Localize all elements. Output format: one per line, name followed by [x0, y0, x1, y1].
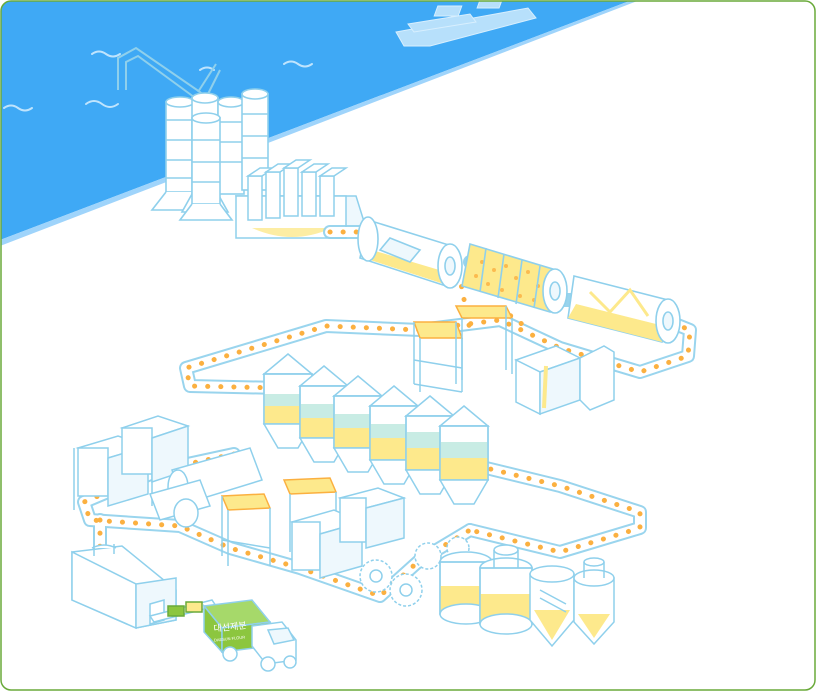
sea-area: [1, 1, 640, 246]
gear-icons: [359, 536, 470, 607]
import-silos: [150, 88, 269, 221]
tempering-drum: [357, 216, 463, 289]
roller-cylinder: [149, 447, 263, 528]
delivery-truck-icon: [202, 599, 297, 672]
packing-boxes-lower: [289, 487, 407, 579]
truck-brand-sub: DAESUN FLOUR: [214, 634, 246, 642]
bag-conveyor: [148, 599, 218, 623]
cargo-ship-icon: [395, 1, 537, 47]
sifter-drum: [567, 275, 681, 344]
flour-tanks: [439, 544, 615, 648]
truck-brand-label: 대선제분: [213, 620, 247, 634]
storage-silos-row: [261, 353, 491, 505]
milling-drum: [461, 242, 568, 314]
packing-boxes-upper: [514, 345, 615, 416]
sifter-tables-upper: [412, 305, 514, 393]
silo-6: [437, 405, 491, 505]
sifter-tables-lower: [220, 477, 338, 566]
